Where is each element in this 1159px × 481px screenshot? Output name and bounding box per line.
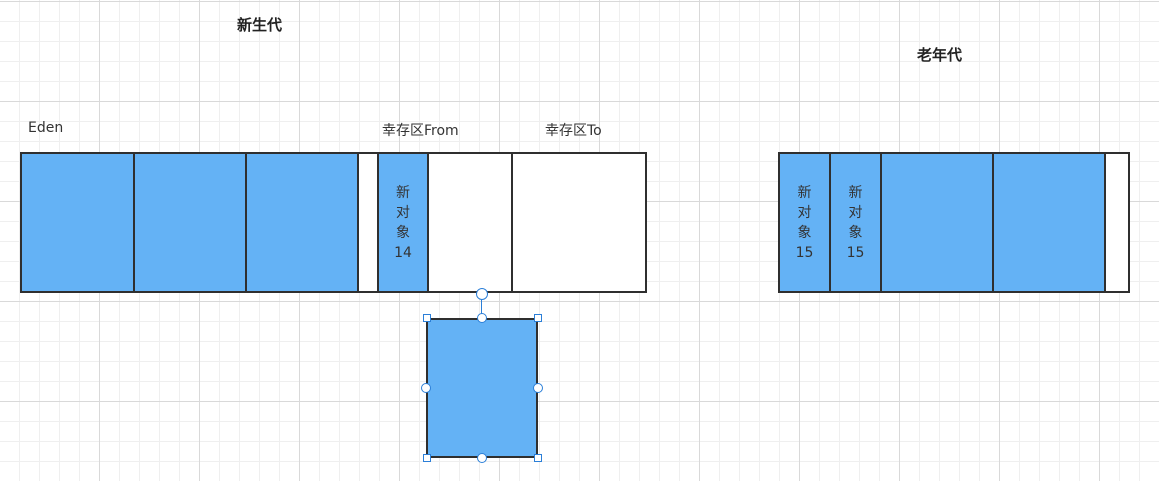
survivor-from-free-cell[interactable] — [429, 154, 513, 291]
rotate-handle[interactable] — [476, 288, 488, 300]
old-gen-free-cell[interactable] — [1106, 154, 1128, 291]
object-label: 新 对 象 14 — [394, 184, 412, 261]
eden-cell[interactable] — [22, 154, 135, 291]
eden-cell[interactable] — [135, 154, 247, 291]
object-label: 新 对 象 15 — [846, 184, 865, 261]
survivor-to-label[interactable]: 幸存区To — [545, 123, 602, 139]
resize-handle-bottom[interactable] — [477, 453, 487, 463]
old-gen-cell[interactable] — [882, 154, 994, 291]
eden-free-cell[interactable] — [359, 154, 379, 291]
resize-handle-top-left[interactable] — [423, 314, 431, 322]
old-gen-title[interactable]: 老年代 — [917, 46, 963, 64]
rotation-connector — [481, 298, 482, 314]
old-gen-cell[interactable] — [994, 154, 1106, 291]
resize-handle-top-right[interactable] — [534, 314, 542, 322]
eden-label[interactable]: Eden — [28, 120, 64, 136]
object-label: 新 对 象 15 — [795, 184, 814, 261]
resize-handle-top[interactable] — [477, 313, 487, 323]
old-object-cell[interactable]: 新 对 象 15 — [831, 154, 882, 291]
survivor-from-label[interactable]: 幸存区From — [382, 123, 459, 139]
survivor-object-cell[interactable]: 新 对 象 14 — [379, 154, 429, 291]
resize-handle-left[interactable] — [421, 383, 431, 393]
resize-handle-bottom-right[interactable] — [534, 454, 542, 462]
young-gen-title[interactable]: 新生代 — [237, 16, 283, 34]
selected-block[interactable] — [426, 318, 538, 458]
young-gen-bar[interactable]: 新 对 象 14 — [20, 152, 647, 293]
survivor-to-cell[interactable] — [513, 154, 645, 291]
resize-handle-bottom-left[interactable] — [423, 454, 431, 462]
old-gen-bar[interactable]: 新 对 象 15 新 对 象 15 — [778, 152, 1130, 293]
resize-handle-right[interactable] — [533, 383, 543, 393]
eden-cell[interactable] — [247, 154, 359, 291]
old-object-cell[interactable]: 新 对 象 15 — [780, 154, 831, 291]
